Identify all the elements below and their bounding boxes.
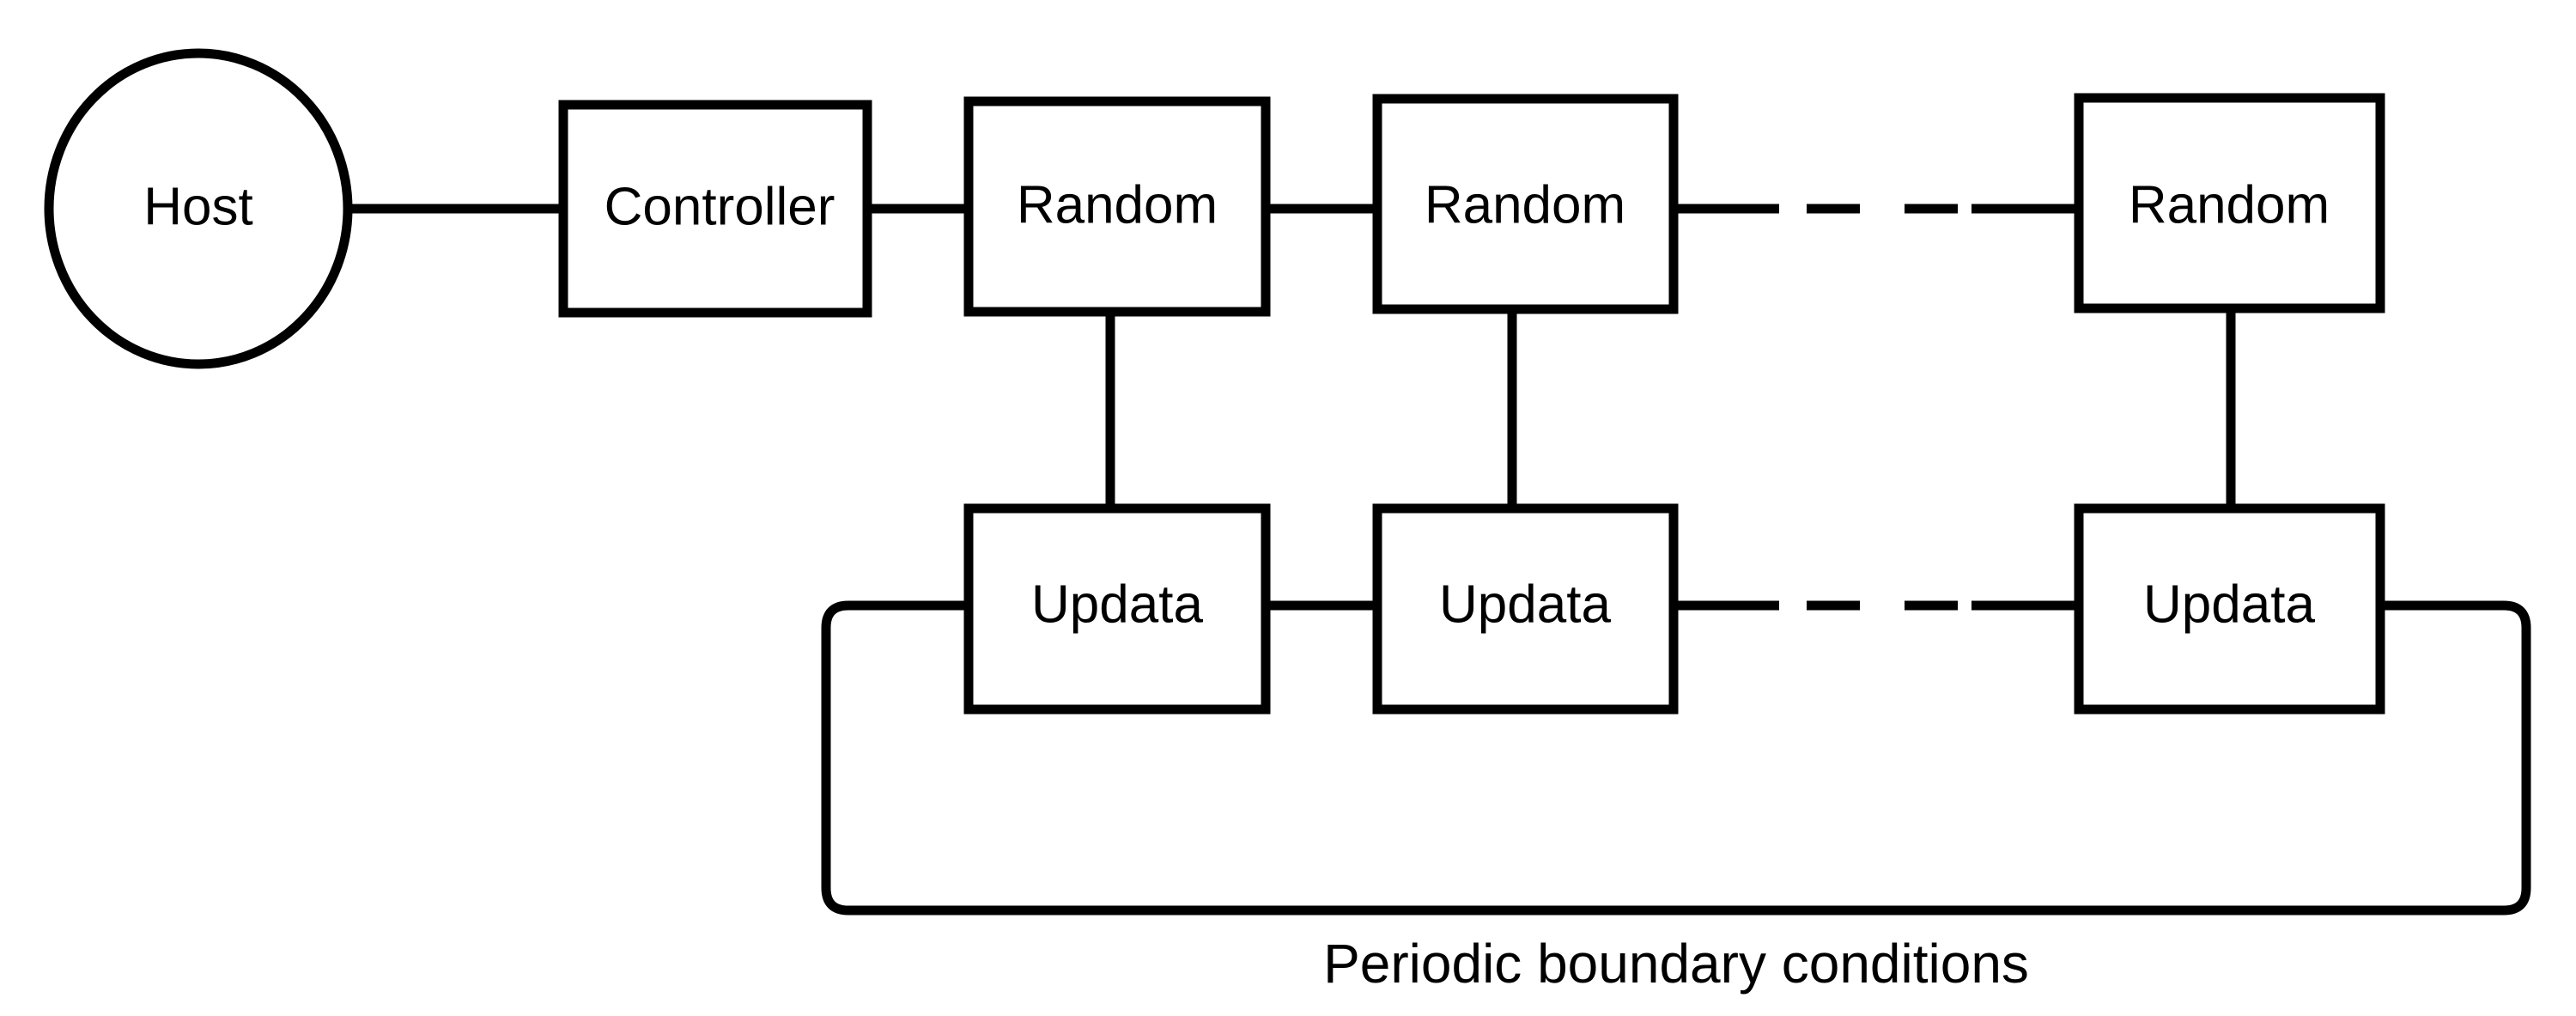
node-controller-label: Controller bbox=[605, 177, 835, 236]
periodic-boundary-loop bbox=[821, 600, 2531, 916]
node-updata-2-shape[interactable] bbox=[1372, 503, 1679, 715]
node-random-1-label: Random bbox=[1017, 175, 1218, 234]
node-updata-n-shape[interactable] bbox=[2074, 503, 2385, 715]
node-controller-shape[interactable] bbox=[558, 100, 872, 318]
node-updata-n-label: Updata bbox=[2143, 575, 2315, 634]
node-random-n-label: Random bbox=[2129, 175, 2330, 234]
node-updata-1-label: Updata bbox=[1031, 575, 1203, 634]
node-random-2-label: Random bbox=[1425, 175, 1625, 234]
node-random-1-shape[interactable] bbox=[963, 96, 1271, 317]
node-host-shape[interactable] bbox=[44, 48, 353, 369]
node-host-label: Host bbox=[143, 177, 252, 236]
diagram-caption: Periodic boundary conditions bbox=[1323, 933, 2029, 995]
node-random-n-shape[interactable] bbox=[2074, 93, 2385, 313]
node-updata-2-label: Updata bbox=[1439, 575, 1611, 634]
node-random-2-shape[interactable] bbox=[1372, 94, 1679, 314]
node-updata-1-shape[interactable] bbox=[963, 503, 1271, 715]
